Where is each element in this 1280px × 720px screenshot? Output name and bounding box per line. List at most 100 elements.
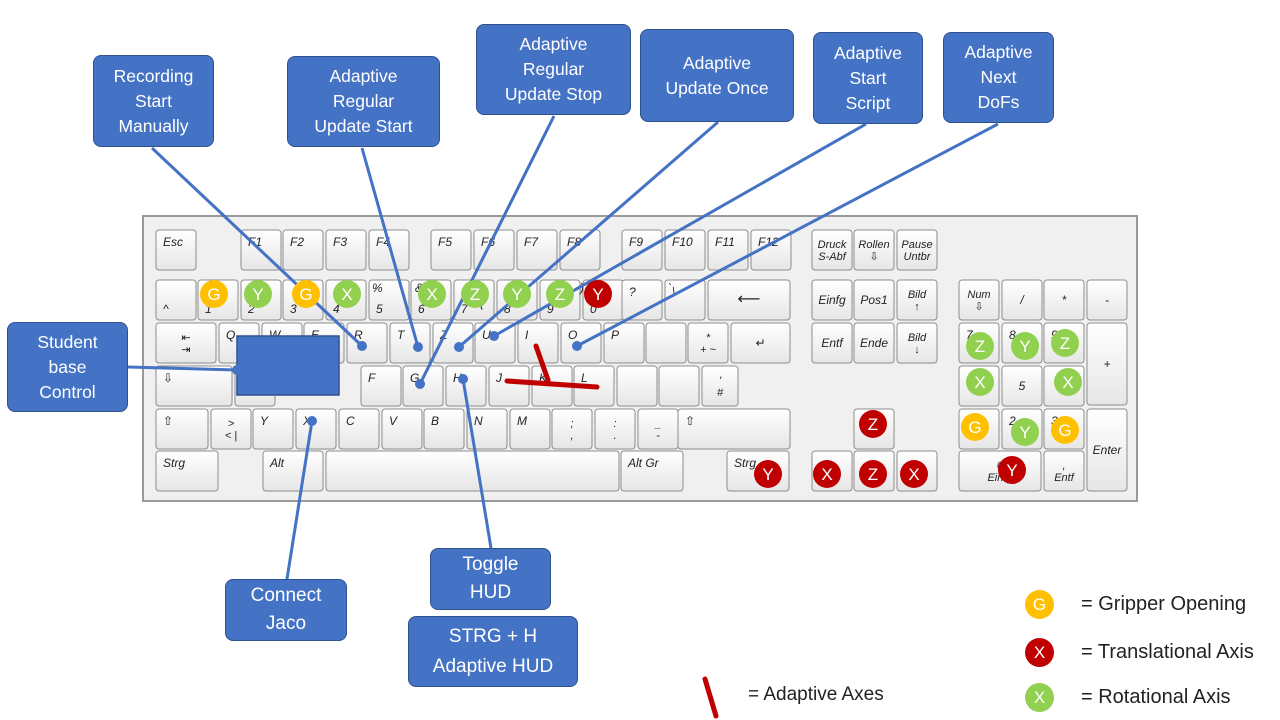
svg-text:7: 7 bbox=[461, 302, 469, 316]
svg-text:K: K bbox=[539, 371, 548, 385]
key-einfg: Einfg bbox=[811, 279, 853, 321]
axis-badge-rotational-14: Z bbox=[966, 332, 994, 360]
svg-text:Z: Z bbox=[868, 415, 878, 434]
svg-text:3: 3 bbox=[290, 302, 297, 316]
svg-text:^: ^ bbox=[163, 302, 169, 316]
key-r: R bbox=[346, 322, 388, 364]
callout-strg-h-text: STRG + H Adaptive HUD bbox=[432, 625, 554, 677]
key-star-plus: *+ ~ bbox=[687, 322, 729, 364]
key-num-dot: ,Entf bbox=[1043, 450, 1085, 492]
axis-badge-rotational-6: Y bbox=[503, 280, 531, 308]
svg-text:1: 1 bbox=[205, 302, 212, 316]
svg-text:L: L bbox=[581, 371, 588, 385]
axis-badge-rotational-4: X bbox=[418, 280, 446, 308]
key-num-div: / bbox=[1001, 279, 1043, 321]
svg-text:2: 2 bbox=[1008, 414, 1016, 428]
svg-text:X: X bbox=[974, 373, 985, 392]
key-i: I bbox=[517, 322, 559, 364]
axis-badge-translational-13: X bbox=[900, 460, 928, 488]
key-p: P bbox=[603, 322, 645, 364]
svg-text:F2: F2 bbox=[290, 235, 304, 249]
svg-text:F7: F7 bbox=[524, 235, 539, 249]
svg-text:X: X bbox=[426, 285, 437, 304]
svg-text:X: X bbox=[1062, 373, 1073, 392]
svg-text:X: X bbox=[821, 465, 832, 484]
key-apos-hash: '# bbox=[701, 365, 739, 407]
callout-connect-jaco: Connect Jaco bbox=[225, 579, 347, 641]
svg-text:?: ? bbox=[629, 285, 636, 299]
leader-regular-stop bbox=[418, 115, 556, 385]
axis-badge-gripper-19: G bbox=[961, 413, 989, 441]
callout-next-dofs: Adaptive Next DoFs bbox=[943, 32, 1054, 123]
svg-text:E: E bbox=[311, 328, 320, 342]
leader-regular-start bbox=[360, 147, 420, 348]
key-f4: F4 bbox=[368, 229, 410, 271]
svg-text:Bild↓: Bild↓ bbox=[908, 332, 927, 356]
svg-text:M: M bbox=[517, 414, 527, 428]
leader-update-once bbox=[458, 120, 719, 349]
legend-translational-badge: X bbox=[1025, 638, 1054, 667]
svg-text:Einfg: Einfg bbox=[818, 293, 846, 307]
svg-text:N: N bbox=[474, 414, 483, 428]
key-semicolon: ;, bbox=[551, 408, 593, 450]
callout-strg-h: STRG + H Adaptive HUD bbox=[408, 616, 578, 687]
key-esc: Esc bbox=[155, 229, 197, 271]
leader-toggle-hud bbox=[461, 378, 493, 549]
key-h: H bbox=[445, 365, 487, 407]
callout-regular-update-stop: Adaptive Regular Update Stop bbox=[476, 24, 631, 115]
leader-student-base bbox=[127, 365, 238, 372]
svg-text:2: 2 bbox=[247, 302, 255, 316]
svg-text:J: J bbox=[495, 371, 503, 385]
axis-badge-translational-11: X bbox=[813, 460, 841, 488]
key-tab: ⇤⇥ bbox=[155, 322, 217, 364]
svg-text:F10: F10 bbox=[672, 235, 693, 249]
svg-text:5: 5 bbox=[376, 302, 383, 316]
svg-text:T: T bbox=[397, 328, 406, 342]
key-blank-41 bbox=[645, 322, 687, 364]
svg-text:Y: Y bbox=[511, 285, 522, 304]
axis-badge-rotational-3: X bbox=[333, 280, 361, 308]
svg-text:Z: Z bbox=[868, 465, 878, 484]
legend-rotational-badge: X bbox=[1025, 683, 1054, 712]
legend-translational-text: = Translational Axis bbox=[1081, 641, 1254, 663]
axis-badge-gripper-0: G bbox=[200, 280, 228, 308]
axis-badge-translational-22: Y bbox=[998, 456, 1026, 484]
leader-dot-start-script bbox=[489, 331, 499, 341]
key-m: M bbox=[509, 408, 551, 450]
axis-badge-rotational-5: Z bbox=[461, 280, 489, 308]
leader-recording bbox=[150, 146, 364, 348]
svg-text:Y: Y bbox=[1019, 423, 1030, 442]
svg-text:V: V bbox=[389, 414, 398, 428]
axis-badge-rotational-17: X bbox=[966, 368, 994, 396]
svg-text:6: 6 bbox=[418, 302, 425, 316]
svg-text:Bild↑: Bild↑ bbox=[908, 289, 927, 313]
leader-dot-regular-start bbox=[413, 342, 423, 352]
callout-update-once-text: Adaptive Update Once bbox=[665, 52, 769, 98]
key-f8: F8 bbox=[559, 229, 601, 271]
axis-badge-gripper-2: G bbox=[292, 280, 320, 308]
key-f6: F6 bbox=[473, 229, 515, 271]
svg-text:G: G bbox=[299, 285, 312, 304]
callout-start-script-text: Adaptive Start Script bbox=[833, 42, 903, 113]
key-f7: F7 bbox=[516, 229, 558, 271]
axis-badge-rotational-18: X bbox=[1054, 368, 1082, 396]
key-f2: F2 bbox=[282, 229, 324, 271]
key-bild-down: Bild↓ bbox=[896, 322, 938, 364]
axis-badge-rotational-7: Z bbox=[546, 280, 574, 308]
svg-text:B: B bbox=[431, 414, 439, 428]
key-num: Num⇩ bbox=[958, 279, 1000, 321]
callout-regular-update-start-text: Adaptive Regular Update Start bbox=[314, 66, 413, 136]
svg-text:_-: _- bbox=[654, 418, 661, 442]
key-colon: :. bbox=[594, 408, 636, 450]
key-num-minus: - bbox=[1086, 279, 1128, 321]
svg-text:H: H bbox=[453, 371, 462, 385]
key-pos1: Pos1 bbox=[853, 279, 895, 321]
key-glyph-amp: & bbox=[415, 281, 423, 295]
key-n: N bbox=[466, 408, 508, 450]
axis-badge-translational-8: Y bbox=[584, 280, 612, 308]
callout-next-dofs-text: Adaptive Next DoFs bbox=[964, 42, 1033, 112]
svg-text:Y: Y bbox=[1006, 461, 1017, 480]
